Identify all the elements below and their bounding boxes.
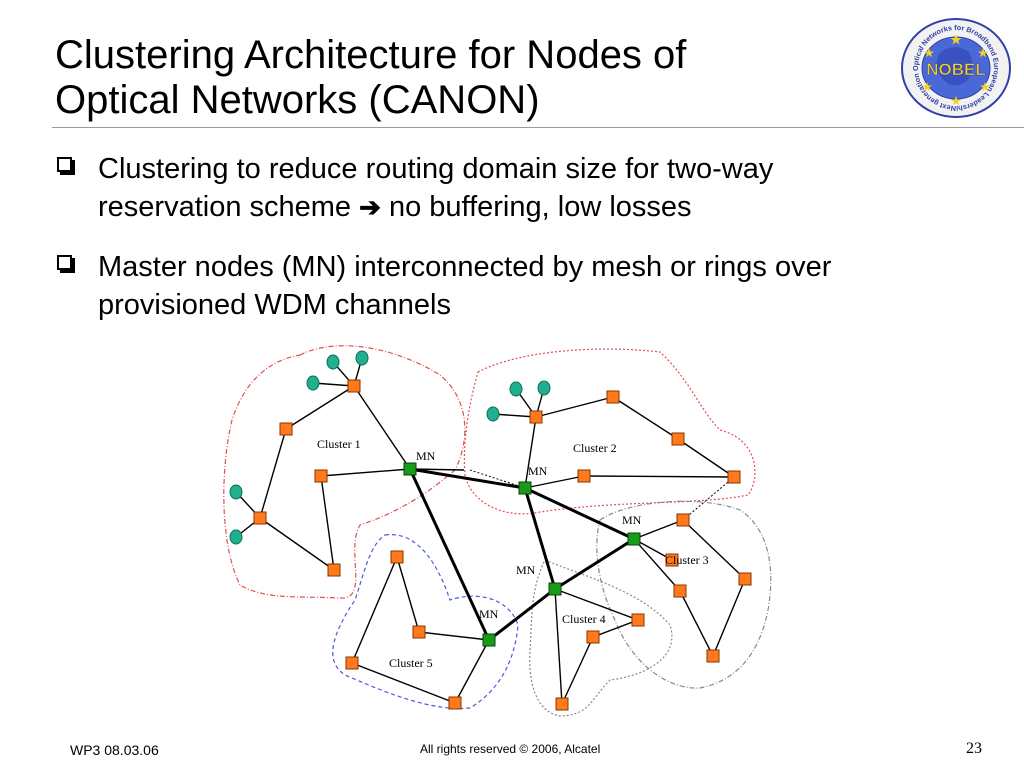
bullet-2-line-1: Master nodes (MN) interconnected by mesh… [98, 251, 832, 283]
cluster-node [706, 649, 720, 663]
title-line-2: Optical Networks (CANON) [55, 78, 540, 122]
bullet-item-1: Clustering to reduce routing domain size… [57, 150, 997, 226]
cluster-node [631, 613, 645, 627]
cluster-node [555, 697, 569, 711]
cluster-node [347, 379, 361, 393]
cluster-node [676, 513, 690, 527]
bullet-1-line-1: Clustering to reduce routing domain size… [98, 153, 774, 185]
checkbox-bullet-icon [57, 255, 72, 270]
client-node [229, 529, 243, 545]
client-node [229, 484, 243, 500]
mn-label: MN [479, 607, 499, 621]
cluster-1-label: Cluster 1 [317, 437, 361, 451]
bullet-list: Clustering to reduce routing domain size… [57, 150, 997, 346]
cluster-node [327, 563, 341, 577]
nobel-logo: NOBEL Next generation Optical Networks f… [897, 16, 1011, 118]
client-node [486, 406, 500, 422]
cluster-node [345, 656, 359, 670]
mn-label: MN [528, 464, 548, 478]
cluster-node [738, 572, 752, 586]
cluster-1-boundary [223, 345, 466, 599]
client-node [306, 375, 320, 391]
master-node [482, 633, 496, 647]
footer-date: WP3 08.03.06 [70, 742, 159, 758]
client-node [537, 380, 551, 396]
cluster-5-label: Cluster 5 [389, 656, 433, 670]
master-node [403, 462, 417, 476]
mn-label: MN [416, 449, 436, 463]
footer-copyright: All rights reserved © 2006, Alcatel [420, 742, 601, 756]
cluster-node [586, 630, 600, 644]
cluster-node [529, 410, 543, 424]
master-node [548, 582, 562, 596]
cluster-node [279, 422, 293, 436]
client-node [509, 381, 523, 397]
mn-label: MN [622, 513, 642, 527]
cluster-4-label: Cluster 4 [562, 612, 606, 626]
client-node [355, 350, 369, 366]
cluster-4-boundary [529, 559, 673, 717]
master-node [627, 532, 641, 546]
cluster-2-label: Cluster 2 [573, 441, 617, 455]
cluster-node [665, 553, 679, 567]
cluster-node [253, 511, 267, 525]
bullet-2-line-2: provisioned WDM channels [98, 289, 451, 321]
cluster-node [314, 469, 328, 483]
cluster-node [390, 550, 404, 564]
cluster-node [673, 584, 687, 598]
master-node [518, 481, 532, 495]
cluster-node [606, 390, 620, 404]
bullet-1-after-arrow: no buffering, low losses [388, 191, 692, 223]
bullet-item-2: Master nodes (MN) interconnected by mesh… [57, 248, 997, 324]
cluster-node [577, 469, 591, 483]
cluster-node [448, 696, 462, 710]
mn-label: MN [516, 563, 536, 577]
logo-text: NOBEL [926, 60, 986, 79]
network-diagram: Cluster 1 Cluster 2 Cluster 3 Cluster 4 … [223, 345, 772, 717]
cluster-3-label: Cluster 3 [665, 553, 709, 567]
checkbox-bullet-icon [57, 157, 72, 172]
title-divider [52, 127, 1024, 128]
client-node [326, 354, 340, 370]
cluster-2-boundary [463, 348, 756, 515]
cluster-5-boundary [332, 534, 519, 710]
slide-title: Clustering Architecture for Nodes of Opt… [55, 33, 895, 123]
cluster-node [412, 625, 426, 639]
page-number: 23 [966, 740, 982, 757]
bullet-1-line-2: reservation scheme ➔ no buffering, low l… [98, 191, 692, 223]
cluster-node [671, 432, 685, 446]
title-line-1: Clustering Architecture for Nodes of [55, 33, 687, 77]
cluster-node [727, 470, 741, 484]
right-arrow-icon: ➔ [359, 192, 381, 222]
